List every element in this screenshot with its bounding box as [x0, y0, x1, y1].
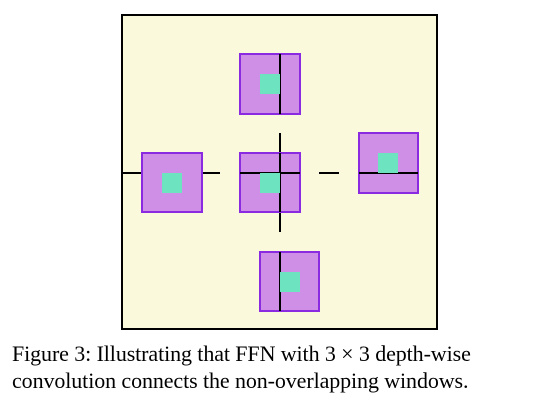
- kernel-top: [260, 74, 280, 94]
- caption-text-1: Illustrating that FFN with: [96, 341, 320, 366]
- caption-text-2: depth-wise: [375, 341, 471, 366]
- window-left: [141, 152, 203, 213]
- figure-caption: Figure 3: Illustrating that FFN with 3 ×…: [12, 340, 552, 394]
- window-center: [239, 152, 301, 213]
- kernel-left: [162, 173, 182, 193]
- caption-label: Figure 3:: [12, 341, 92, 366]
- window-right: [358, 132, 419, 194]
- window-bottom: [259, 251, 320, 312]
- kernel-center: [260, 173, 280, 193]
- caption-line-2: convolution connects the non-overlapping…: [12, 368, 469, 393]
- window-top: [239, 53, 301, 115]
- caption-math: 3 × 3: [324, 341, 370, 366]
- grid-lines: [122, 133, 339, 232]
- caption-line-1: Figure 3: Illustrating that FFN with 3 ×…: [12, 340, 552, 367]
- kernel-bottom: [280, 272, 300, 292]
- diagram: [121, 14, 438, 330]
- kernel-right: [378, 153, 398, 173]
